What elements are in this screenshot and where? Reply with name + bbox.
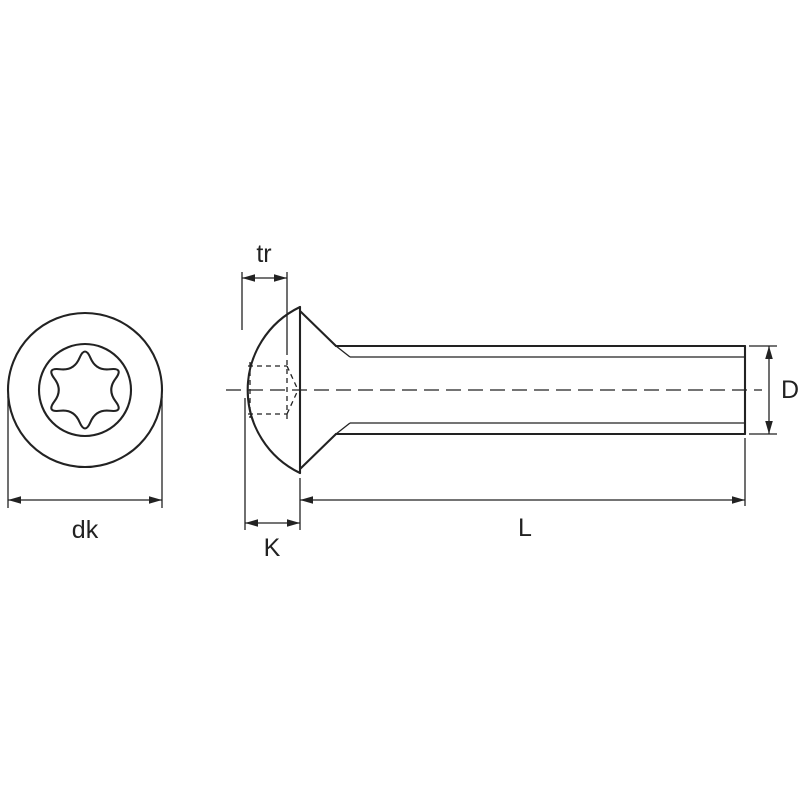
l-arrow-right-icon <box>732 496 745 504</box>
recess-cone-bottom <box>286 389 299 415</box>
torx-recess-star <box>50 350 120 430</box>
dimension-tr: tr <box>241 240 288 355</box>
dk-label: dk <box>72 516 99 544</box>
underhead-cone-bottom <box>298 432 338 471</box>
front-view <box>6 311 164 469</box>
dimension-dk: dk <box>7 396 163 544</box>
dimension-d: D <box>749 345 799 435</box>
k-arrow-right-icon <box>287 519 300 527</box>
head-outer-circle <box>6 311 164 469</box>
thread-runout-bottom <box>335 422 351 435</box>
recess-cone-top <box>286 365 299 391</box>
tr-arrow-right-icon <box>274 274 287 282</box>
k-label: K <box>264 534 281 562</box>
d-arrow-bottom-icon <box>765 421 773 434</box>
thread-runout-top <box>335 345 351 358</box>
side-view <box>226 305 762 475</box>
underhead-cone-top <box>298 309 338 348</box>
l-arrow-left-icon <box>300 496 313 504</box>
k-arrow-left-icon <box>245 519 258 527</box>
dimension-l: L <box>300 438 746 542</box>
hidden-recess <box>248 360 299 420</box>
head-dome-profile <box>246 305 302 475</box>
d-label: D <box>781 376 799 404</box>
dimension-k: K <box>244 398 301 562</box>
head-inner-circle <box>37 342 133 438</box>
dk-arrow-left-icon <box>8 496 21 504</box>
l-label: L <box>518 514 532 542</box>
d-arrow-top-icon <box>765 346 773 359</box>
tr-arrow-left-icon <box>242 274 255 282</box>
tr-label: tr <box>256 240 271 268</box>
dk-arrow-right-icon <box>149 496 162 504</box>
